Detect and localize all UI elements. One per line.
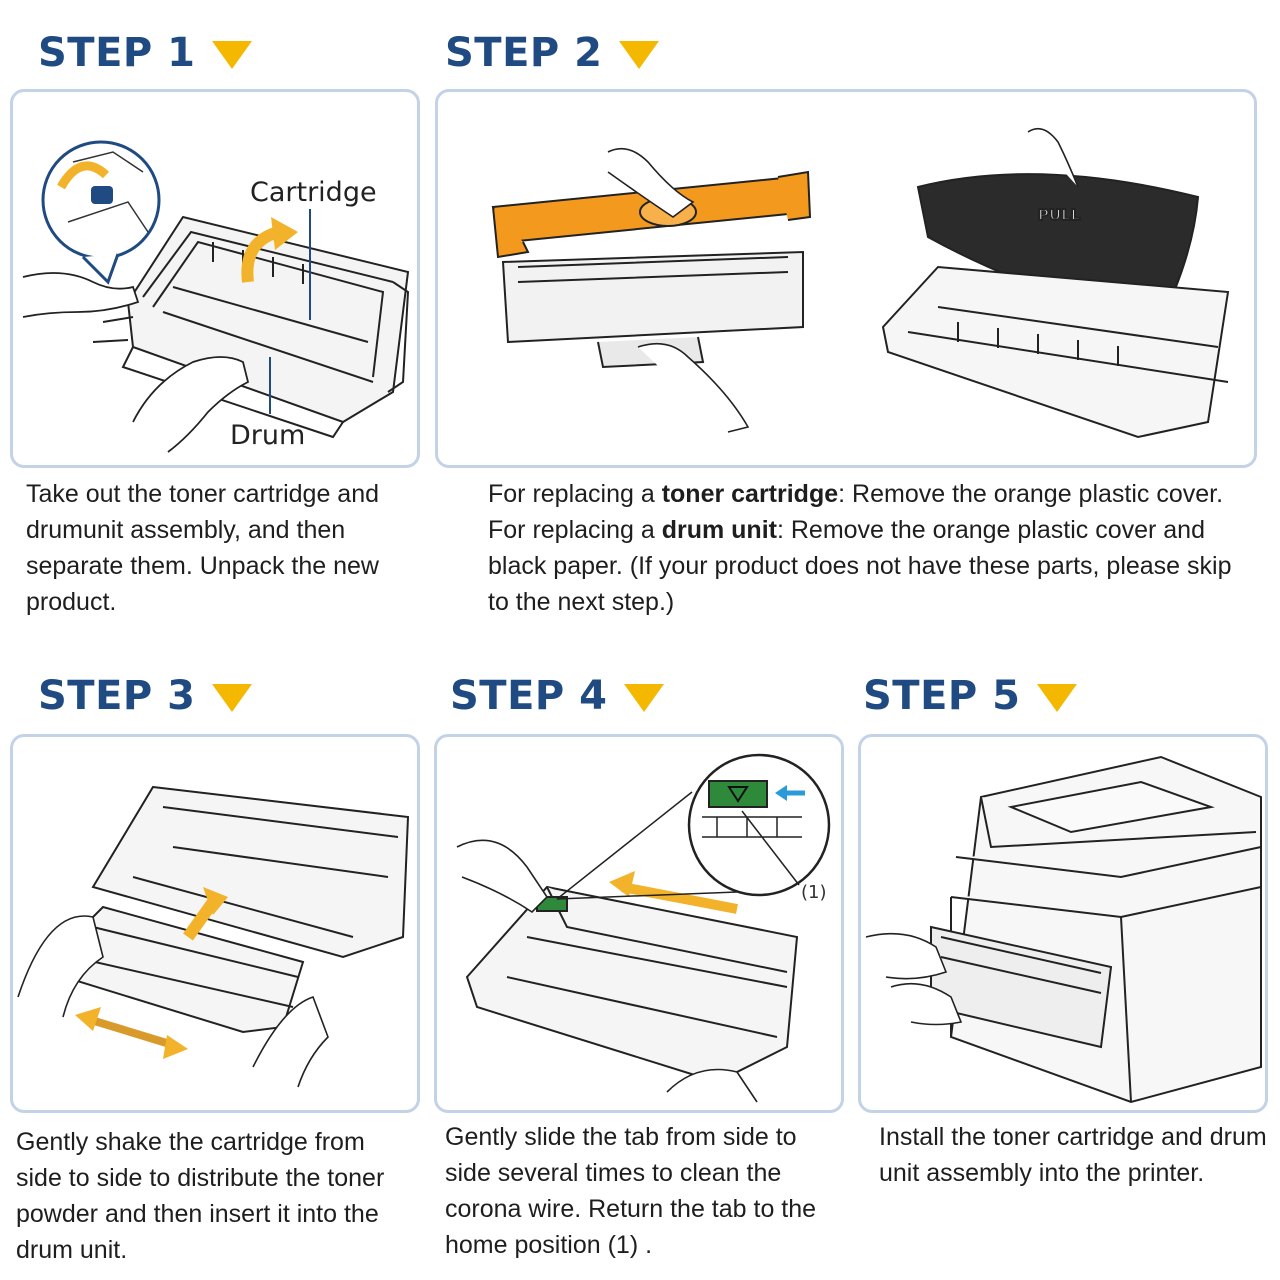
step-1-illustration: Cartridge Drum — [10, 89, 420, 468]
down-triangle-marker-icon — [211, 684, 252, 712]
drum-cartridge-assembly-drawing: Cartridge Drum — [22, 140, 410, 453]
shake-and-insert-drawing — [17, 785, 410, 1088]
printer-install-drawing — [865, 755, 1262, 1104]
step-5-description: Install the toner cartridge and drum uni… — [879, 1123, 1267, 1187]
down-triangle-marker-icon — [211, 41, 252, 69]
step-5-illustration — [858, 734, 1268, 1113]
step-2-title: STEP 2 — [445, 30, 603, 76]
step-5-title: STEP 5 — [863, 673, 1021, 719]
toner-cartridge-emphasis: toner cartridge — [661, 480, 839, 508]
down-triangle-marker-icon — [623, 684, 664, 712]
step-4-illustration: (1) — [434, 734, 844, 1113]
cover-removal-drawing: PULL — [491, 127, 1230, 439]
step-3-description: Gently shake the cartridge from side to … — [16, 1128, 385, 1264]
home-position-label: (1) — [801, 882, 827, 903]
step-1-heading: STEP 1 — [38, 30, 252, 76]
step-2-heading: STEP 2 — [445, 30, 659, 76]
pull-label: PULL — [1038, 206, 1081, 224]
step-3-illustration — [10, 734, 420, 1113]
down-triangle-marker-icon — [1036, 684, 1077, 712]
step-5-heading: STEP 5 — [863, 673, 1077, 719]
step-1-description: Take out the toner cartridge and drumuni… — [26, 480, 380, 616]
step-4-heading: STEP 4 — [450, 673, 664, 719]
step-4-title: STEP 4 — [450, 673, 608, 719]
clean-corona-wire-drawing: (1) — [456, 753, 831, 1103]
drum-label: Drum — [230, 420, 305, 451]
drum-unit-emphasis: drum unit — [661, 516, 777, 544]
step-2-illustration: PULL — [435, 89, 1257, 468]
step-3-title: STEP 3 — [38, 673, 196, 719]
step-1-title: STEP 1 — [38, 30, 196, 76]
cartridge-label: Cartridge — [250, 177, 377, 208]
step-4-description: Gently slide the tab from side to side s… — [445, 1123, 817, 1259]
step-2-description: For replacing a toner cartridge: Remove … — [488, 480, 1232, 616]
down-triangle-marker-icon — [618, 41, 659, 69]
step-3-heading: STEP 3 — [38, 673, 252, 719]
